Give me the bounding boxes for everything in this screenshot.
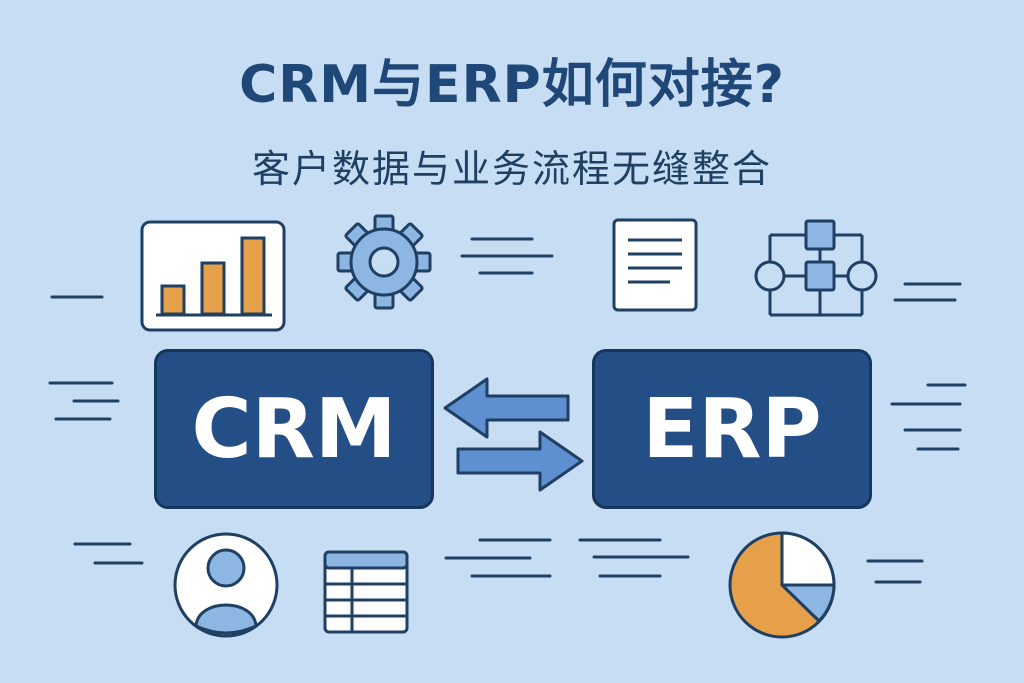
user-icon xyxy=(173,532,279,638)
table-icon xyxy=(323,550,409,634)
erp-system-box: ERP xyxy=(592,349,872,509)
flowchart-icon xyxy=(754,219,878,317)
pie-chart-icon xyxy=(728,531,836,639)
page-subtitle: 客户数据与业务流程无缝整合 xyxy=(251,147,772,191)
document-icon xyxy=(612,218,698,312)
crm-system-box: CRM xyxy=(154,349,434,509)
sync-arrows-icon xyxy=(443,377,584,492)
bar-chart-icon xyxy=(140,220,286,332)
page-title: CRM与ERP如何对接? xyxy=(239,55,785,115)
gear-icon xyxy=(336,214,432,310)
decorative-lines xyxy=(48,237,967,584)
